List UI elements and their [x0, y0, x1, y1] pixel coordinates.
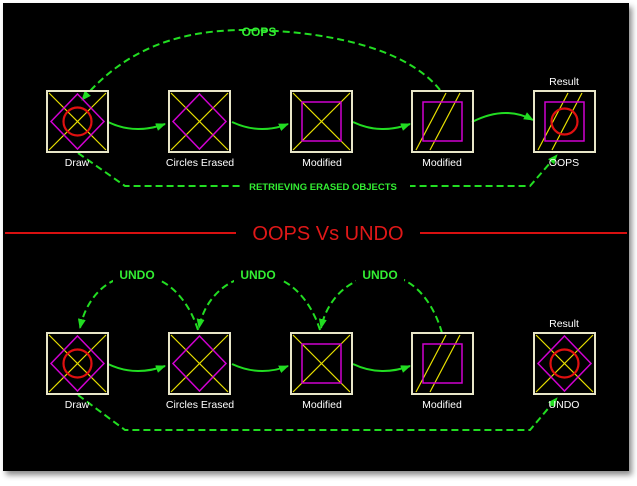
- bottom-label-modified-2: Modified: [422, 399, 462, 411]
- step-arrow-1: [107, 121, 166, 131]
- undo-label-3: UNDO: [362, 268, 397, 282]
- step-arrow-2: [231, 121, 289, 132]
- retrieve-label: RETRIEVING ERASED OBJECTS: [249, 182, 397, 193]
- top-step-modified-2: [411, 90, 474, 153]
- oops-arc-arrow: [81, 28, 441, 101]
- top-step-circles-erased: [168, 90, 231, 153]
- divider: OOPS Vs UNDO: [5, 223, 627, 245]
- bottom-panel: UNDO UNDO UNDO: [46, 268, 596, 431]
- bottom-step-arrow-1: [107, 363, 166, 373]
- top-result-label: Result: [549, 76, 579, 88]
- bottom-result-label: Result: [549, 318, 579, 330]
- bottom-label-modified-1: Modified: [302, 399, 342, 411]
- undo-label-2: UNDO: [240, 268, 275, 282]
- top-label-modified-1: Modified: [302, 157, 342, 169]
- bottom-label-circles-erased: Circles Erased: [166, 399, 234, 411]
- bottom-step-result: [533, 332, 596, 395]
- bottom-step-circles-erased: [168, 332, 231, 395]
- step-arrow-4: [471, 111, 534, 123]
- bottom-step-modified-1: [290, 332, 353, 395]
- top-step-result: [533, 90, 596, 153]
- bottom-step-arrow-2: [231, 363, 289, 374]
- top-label-modified-2: Modified: [422, 157, 462, 169]
- undo-arc-2: [196, 273, 321, 331]
- top-step-draw: [46, 90, 109, 153]
- step-frame: [46, 90, 109, 153]
- top-step-modified-1: [290, 90, 353, 153]
- undo-result-path: [77, 394, 558, 431]
- bottom-step-arrow-3: [352, 363, 411, 373]
- oops-arc-label: OOPS: [242, 25, 277, 39]
- top-label-circles-erased: Circles Erased: [166, 157, 234, 169]
- bottom-label-draw: Draw: [65, 399, 90, 411]
- undo-arc-1: [77, 273, 199, 331]
- undo-label-1: UNDO: [119, 268, 154, 282]
- top-panel: OOPS RETRIEVING ERASED OBJECTS: [46, 25, 596, 193]
- bottom-label-undo: UNDO: [549, 399, 580, 411]
- step-arrow-3: [352, 121, 411, 131]
- top-label-draw: Draw: [65, 157, 90, 169]
- bottom-step-modified-2: [411, 332, 474, 395]
- bottom-step-draw: [46, 332, 109, 395]
- divider-title: OOPS Vs UNDO: [252, 223, 403, 245]
- retrieve-label-bg: [240, 180, 410, 192]
- top-label-oops: OOPS: [549, 157, 579, 169]
